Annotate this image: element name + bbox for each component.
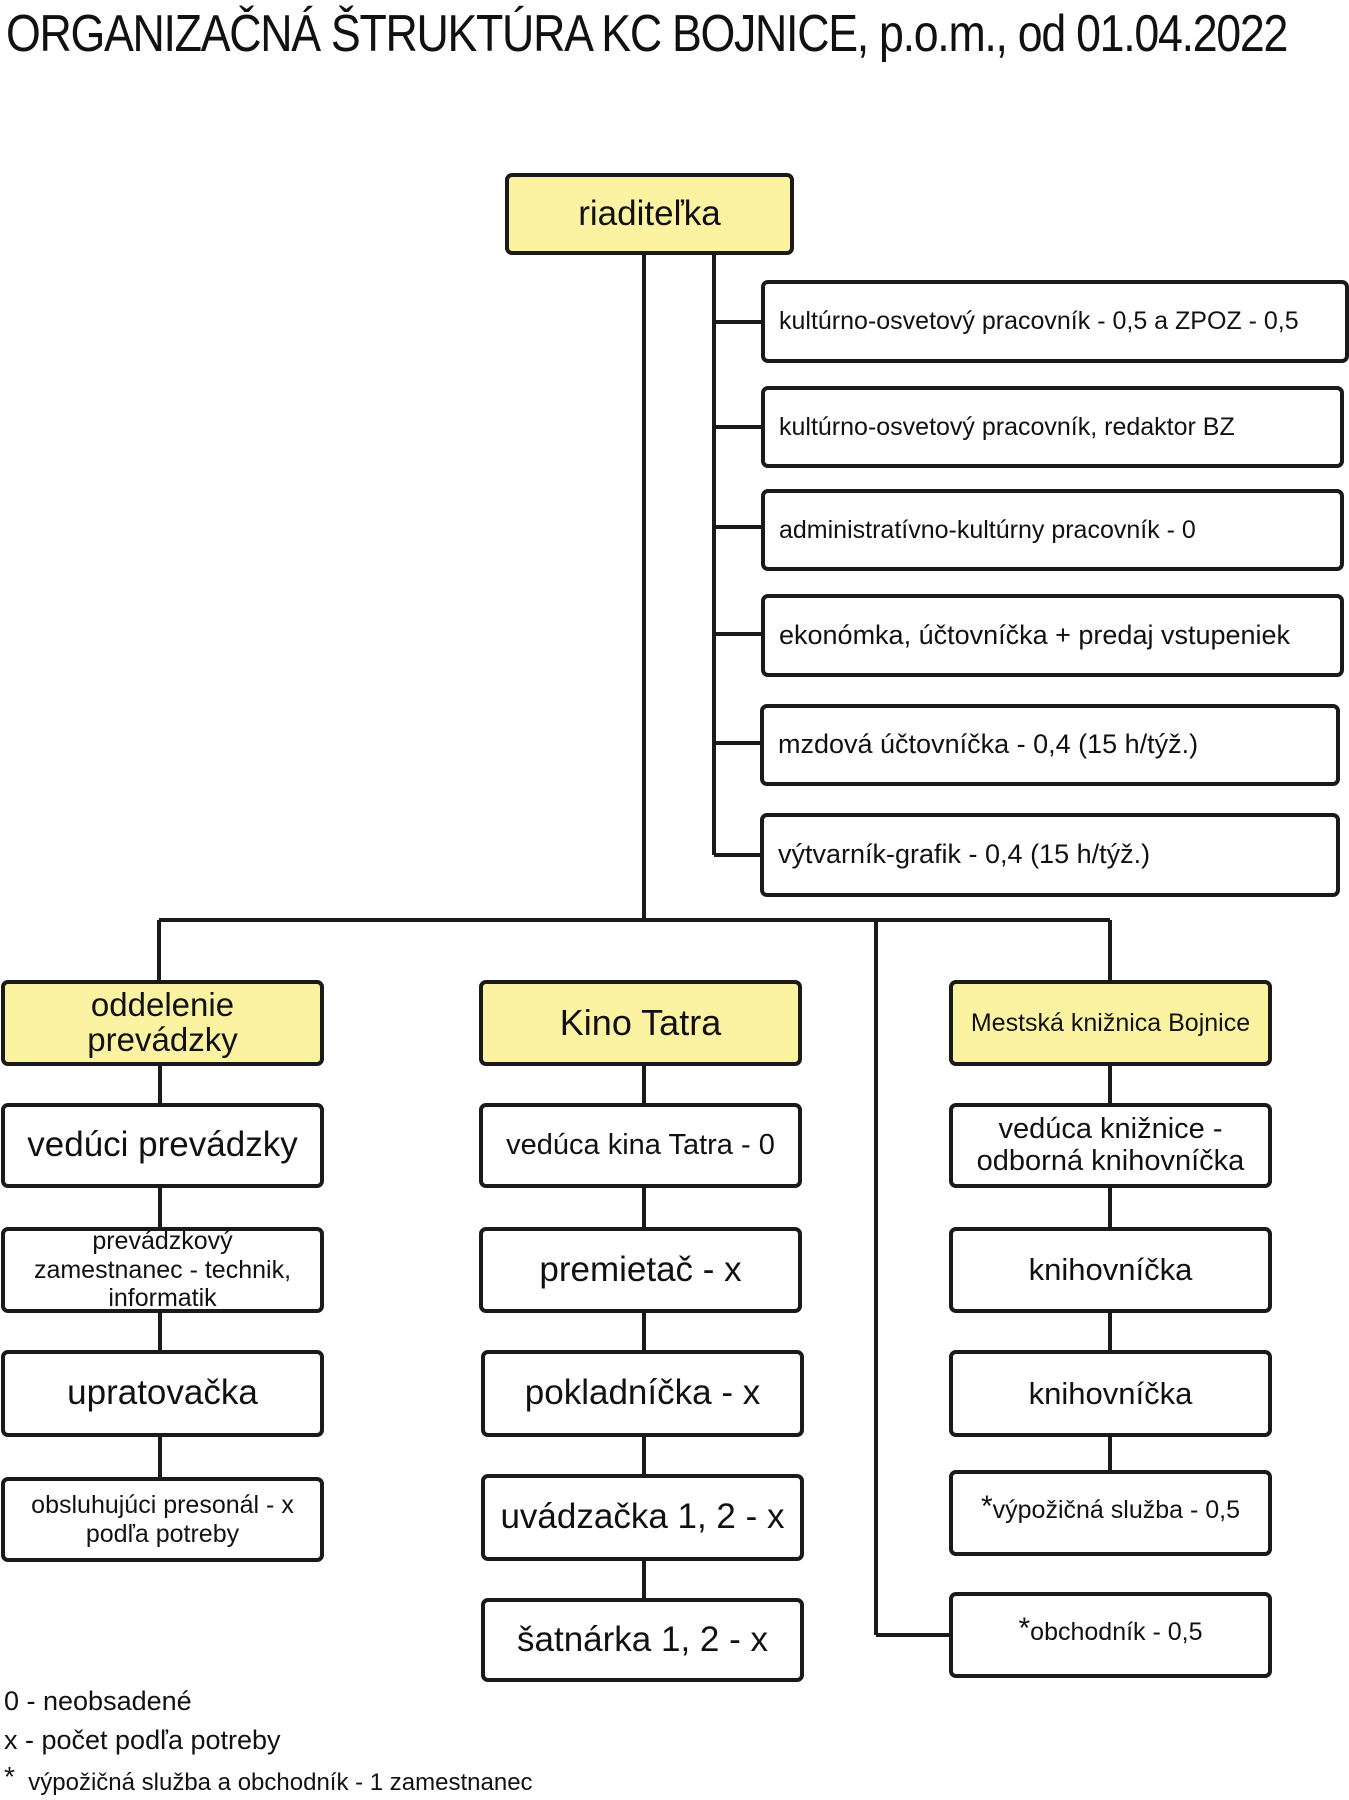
position-box: šatnárka 1, 2 - x — [481, 1598, 804, 1682]
director-box: riaditeľka — [505, 173, 794, 255]
asterisk-marker: * — [980, 1489, 993, 1523]
staff-box: kultúrno-osvetový pracovník, redaktor BZ — [761, 386, 1344, 468]
staff-label: výtvarník-grafik - 0,4 (15 h/týž.) — [778, 839, 1151, 870]
position-text: výpožičná služba - 0,5 — [992, 1495, 1241, 1524]
staff-box: ekonómka, účtovníčka + predaj vstupeniek — [761, 594, 1344, 677]
position-label: upratovačka — [67, 1373, 258, 1413]
legend-note: * výpožičná služba a obchodník - 1 zames… — [4, 1761, 533, 1797]
position-label: premietač - x — [539, 1249, 742, 1289]
position-label: knihovníčka — [1028, 1375, 1193, 1411]
department-label: Kino Tatra — [559, 1002, 722, 1044]
position-box: knihovníčka — [949, 1350, 1272, 1437]
position-label: *výpožičná služba - 0,5 — [981, 1490, 1241, 1531]
position-box: vedúci prevádzky — [1, 1103, 324, 1188]
department-label: oddelenie prevádzky — [87, 986, 238, 1058]
staff-box: administratívno-kultúrny pracovník - 0 — [761, 489, 1344, 571]
staff-box: kultúrno-osvetový pracovník - 0,5 a ZPOZ… — [761, 280, 1349, 363]
page-title: ORGANIZAČNÁ ŠTRUKTÚRA KC BOJNICE, p.o.m.… — [6, 5, 1288, 63]
position-box: knihovníčka — [949, 1227, 1272, 1313]
asterisk-marker: * — [1018, 1611, 1031, 1645]
position-label: vedúca knižnice - odborná knihovníčka — [976, 1112, 1245, 1177]
position-box: obsluhujúci presonál - x podľa potreby — [1, 1477, 324, 1562]
director-label: riaditeľka — [578, 193, 721, 233]
position-box: premietač - x — [479, 1227, 802, 1313]
staff-label: administratívno-kultúrny pracovník - 0 — [779, 515, 1196, 544]
position-label: uvádzačka 1, 2 - x — [500, 1497, 785, 1537]
staff-label: kultúrno-osvetový pracovník, redaktor BZ — [779, 412, 1235, 441]
position-label: knihovníčka — [1028, 1252, 1193, 1288]
position-box: pokladníčka - x — [481, 1350, 804, 1437]
position-label: prevádzkový zamestnanec - technik, infor… — [33, 1226, 292, 1313]
position-label: vedúci prevádzky — [27, 1125, 298, 1165]
position-box: prevádzkový zamestnanec - technik, infor… — [1, 1227, 324, 1313]
department-library: Mestská knižnica Bojnice — [949, 980, 1272, 1066]
legend-zero: 0 - neobsadené — [4, 1686, 192, 1716]
legend-x: x - počet podľa potreby — [4, 1725, 281, 1755]
position-label: pokladníčka - x — [524, 1373, 761, 1413]
position-text: obchodník - 0,5 — [1030, 1617, 1203, 1646]
position-label: vedúca kina Tatra - 0 — [506, 1128, 775, 1161]
legend-asterisk: * — [4, 1761, 15, 1792]
staff-label: kultúrno-osvetový pracovník - 0,5 a ZPOZ… — [779, 307, 1299, 336]
staff-box: výtvarník-grafik - 0,4 (15 h/týž.) — [760, 813, 1340, 897]
position-label: *obchodník - 0,5 — [1018, 1612, 1203, 1653]
position-label: obsluhujúci presonál - x podľa potreby — [31, 1490, 294, 1548]
position-box: *obchodník - 0,5 — [949, 1592, 1272, 1678]
position-box: vedúca kina Tatra - 0 — [479, 1103, 802, 1188]
staff-box: mzdová účtovníčka - 0,4 (15 h/týž.) — [760, 704, 1340, 786]
position-box: vedúca knižnice - odborná knihovníčka — [949, 1103, 1272, 1188]
staff-label: mzdová účtovníčka - 0,4 (15 h/týž.) — [778, 729, 1199, 760]
position-label: šatnárka 1, 2 - x — [517, 1619, 768, 1659]
department-label: Mestská knižnica Bojnice — [970, 1008, 1251, 1037]
staff-label: ekonómka, účtovníčka + predaj vstupeniek — [779, 619, 1291, 650]
department-cinema: Kino Tatra — [479, 980, 802, 1066]
position-box: *výpožičná služba - 0,5 — [949, 1470, 1272, 1556]
legend-note-text: výpožičná služba a obchodník - 1 zamestn… — [28, 1769, 533, 1796]
department-operations: oddelenie prevádzky — [1, 980, 324, 1066]
position-box: upratovačka — [1, 1350, 324, 1437]
position-box: uvádzačka 1, 2 - x — [481, 1474, 804, 1561]
